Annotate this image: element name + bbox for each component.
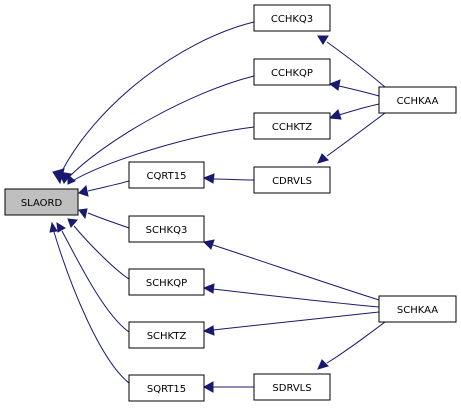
arrowhead-icon — [202, 173, 215, 184]
arrowhead-icon — [78, 184, 89, 197]
edge-line — [212, 311, 380, 331]
node-label-cchktz: CCHKTZ — [272, 122, 312, 133]
edge-schktz-to-slaord — [56, 222, 130, 333]
arrowhead-icon — [49, 221, 58, 233]
arrowhead-icon — [202, 381, 214, 393]
arrowhead-icon — [317, 35, 329, 45]
arrowhead-icon — [56, 222, 66, 233]
nodes-layer: SLAORD CCHKQ3 CCHKQP CCHKTZ CQRT15 CDRVL… — [4, 4, 457, 402]
arrowhead-icon — [317, 153, 329, 164]
node-sdrvls[interactable]: SDRVLS — [253, 373, 331, 401]
node-label-slaord: SLAORD — [21, 198, 63, 209]
arrowhead-icon — [202, 239, 215, 250]
edge-line — [338, 85, 380, 97]
edge-schkaa-to-schkqp — [202, 283, 380, 308]
node-schkq3[interactable]: SCHKQ3 — [128, 215, 205, 243]
node-cchkaa[interactable]: CCHKAA — [378, 86, 457, 114]
edge-line — [73, 126, 255, 181]
edge-line — [87, 180, 130, 192]
node-label-schktz: SCHKTZ — [147, 331, 187, 342]
node-slaord[interactable]: SLAORD — [4, 188, 79, 216]
edge-sqrt15-to-slaord — [49, 221, 130, 384]
edge-cchkaa-to-cchkqp — [328, 79, 380, 97]
arrowhead-icon — [202, 283, 215, 294]
node-label-sdrvls: SDRVLS — [272, 383, 311, 394]
edge-line — [87, 212, 130, 229]
edges-layer — [49, 21, 386, 393]
edge-cdrvls-to-cqrt15 — [202, 173, 255, 184]
edge-cchktz-to-slaord — [67, 126, 255, 185]
node-label-sqrt15: SQRT15 — [147, 384, 186, 395]
node-cdrvls[interactable]: CDRVLS — [253, 166, 331, 194]
edge-cchkaa-to-cdrvls — [317, 112, 386, 164]
edge-schkq3-to-slaord — [78, 208, 130, 229]
edge-line — [73, 225, 130, 280]
node-schkaa[interactable]: SCHKAA — [378, 295, 457, 323]
edge-line — [53, 231, 130, 384]
node-label-schkq3: SCHKQ3 — [146, 225, 188, 236]
node-label-cchkqp: CCHKQP — [271, 68, 313, 79]
arrowhead-icon — [317, 359, 329, 370]
arrowhead-icon — [328, 109, 342, 120]
node-label-schkaa: SCHKAA — [397, 305, 438, 316]
edge-cchkaa-to-cchkq3 — [317, 35, 386, 88]
edge-line — [61, 230, 130, 333]
node-sqrt15[interactable]: SQRT15 — [128, 374, 205, 402]
node-label-cchkaa: CCHKAA — [397, 96, 439, 107]
node-label-cchkq3: CCHKQ3 — [271, 14, 313, 25]
edge-line — [212, 244, 380, 301]
edge-line — [212, 288, 380, 308]
node-label-cdrvls: CDRVLS — [272, 176, 312, 187]
edge-line — [326, 112, 386, 157]
edge-sdrvls-to-sqrt15 — [202, 381, 255, 393]
arrowhead-icon — [67, 218, 78, 228]
edge-line — [326, 41, 386, 88]
edge-cchkaa-to-cchktz — [328, 103, 380, 120]
node-label-cqrt15: CQRT15 — [147, 171, 187, 182]
edge-line — [212, 178, 255, 181]
node-cchkq3[interactable]: CCHKQ3 — [253, 4, 331, 32]
arrowhead-icon — [328, 79, 341, 91]
node-cchkqp[interactable]: CCHKQP — [253, 58, 331, 86]
edge-line — [59, 21, 255, 176]
edge-line — [338, 103, 380, 116]
arrowhead-icon — [67, 173, 76, 185]
edge-cqrt15-to-slaord — [78, 180, 130, 197]
edge-schkaa-to-schkq3 — [202, 239, 380, 301]
edge-schkaa-to-schktz — [202, 311, 380, 336]
edge-schkqp-to-slaord — [67, 218, 130, 280]
edge-cchkq3-to-slaord — [52, 21, 255, 185]
node-schkqp[interactable]: SCHKQP — [128, 268, 205, 296]
edge-schkaa-to-sdrvls — [317, 321, 386, 370]
edge-line — [326, 321, 386, 364]
arrowhead-icon — [202, 325, 215, 336]
node-cchktz[interactable]: CCHKTZ — [253, 112, 331, 140]
arrowhead-icon — [78, 208, 88, 220]
edge-line — [67, 75, 255, 179]
node-schktz[interactable]: SCHKTZ — [128, 321, 205, 349]
node-cqrt15[interactable]: CQRT15 — [128, 161, 205, 189]
node-label-schkqp: SCHKQP — [146, 278, 187, 289]
